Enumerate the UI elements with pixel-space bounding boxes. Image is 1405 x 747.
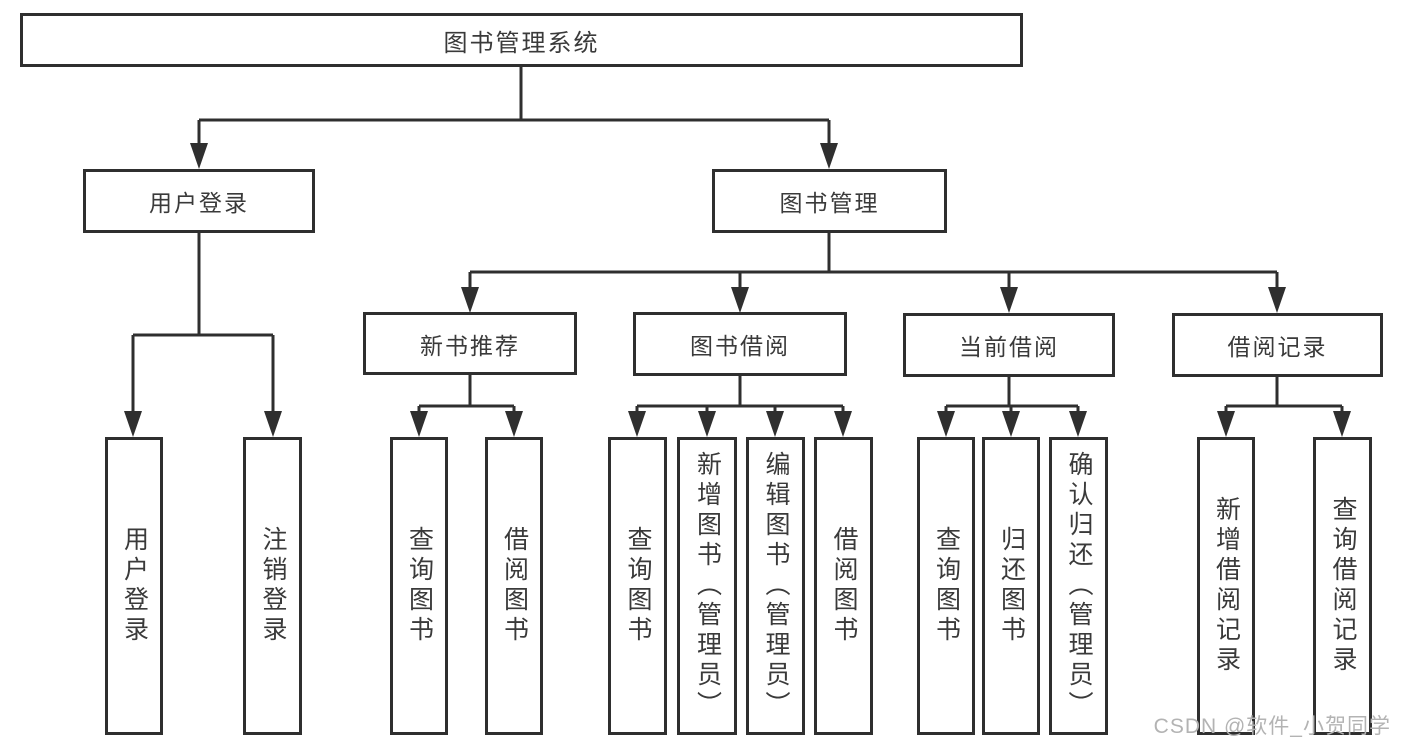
arrowhead-icon (1069, 411, 1087, 437)
arrowhead-icon (264, 411, 282, 437)
connector-book-mgmt-to-level3 (461, 233, 1286, 313)
connector-borrow-records-to-leaves (1217, 377, 1351, 437)
node-book-borrowing: 图书借阅 (633, 312, 847, 376)
arrowhead-icon (124, 411, 142, 437)
node-current-borrowing: 当前借阅 (903, 313, 1115, 377)
arrowhead-icon (820, 143, 838, 169)
arrowhead-icon (1333, 411, 1351, 437)
leaf-br-query-record: 查询借阅记录 (1313, 437, 1372, 735)
arrowhead-icon (766, 411, 784, 437)
arrowhead-icon (628, 411, 646, 437)
leaf-bb-query-books: 查询图书 (608, 437, 667, 735)
arrowhead-icon (834, 411, 852, 437)
leaf-logout: 注销登录 (243, 437, 302, 735)
arrowhead-icon (731, 287, 749, 313)
connector-user-login-to-leaves (124, 233, 282, 437)
arrowhead-icon (1217, 411, 1235, 437)
leaf-bb-edit-books-admin: 编辑图书（管理员） (746, 437, 805, 735)
leaf-bb-borrow-books: 借阅图书 (814, 437, 873, 735)
arrowhead-icon (190, 143, 208, 169)
leaf-cb-return-books: 归还图书 (982, 437, 1040, 735)
leaf-cb-query-books: 查询图书 (917, 437, 975, 735)
arrowhead-icon (505, 411, 523, 437)
leaf-nbr-query-books: 查询图书 (390, 437, 448, 735)
node-borrowing-records: 借阅记录 (1172, 313, 1383, 377)
arrowhead-icon (1268, 287, 1286, 313)
connector-book-borrow-to-leaves (628, 376, 852, 437)
leaf-user-login: 用户登录 (105, 437, 163, 735)
arrowhead-icon (698, 411, 716, 437)
arrowhead-icon (461, 287, 479, 313)
node-root-library-system: 图书管理系统 (20, 13, 1023, 67)
arrowhead-icon (410, 411, 428, 437)
leaf-bb-add-books-admin: 新增图书（管理员） (677, 437, 737, 735)
leaf-nbr-borrow-books: 借阅图书 (485, 437, 543, 735)
arrowhead-icon (937, 411, 955, 437)
csdn-watermark: CSDN @软件_小贺同学 (1153, 715, 1391, 738)
arrowhead-icon (1000, 287, 1018, 313)
node-book-management: 图书管理 (712, 169, 947, 233)
connector-new-book-rec-to-leaves (410, 375, 523, 437)
node-new-book-recommendation: 新书推荐 (363, 312, 577, 375)
node-user-login: 用户登录 (83, 169, 315, 233)
leaf-br-add-record: 新增借阅记录 (1197, 437, 1255, 735)
connector-current-borrow-to-leaves (937, 377, 1087, 437)
connector-root-to-level2 (190, 67, 838, 169)
leaf-cb-confirm-return-admin: 确认归还（管理员） (1049, 437, 1108, 735)
arrowhead-icon (1002, 411, 1020, 437)
